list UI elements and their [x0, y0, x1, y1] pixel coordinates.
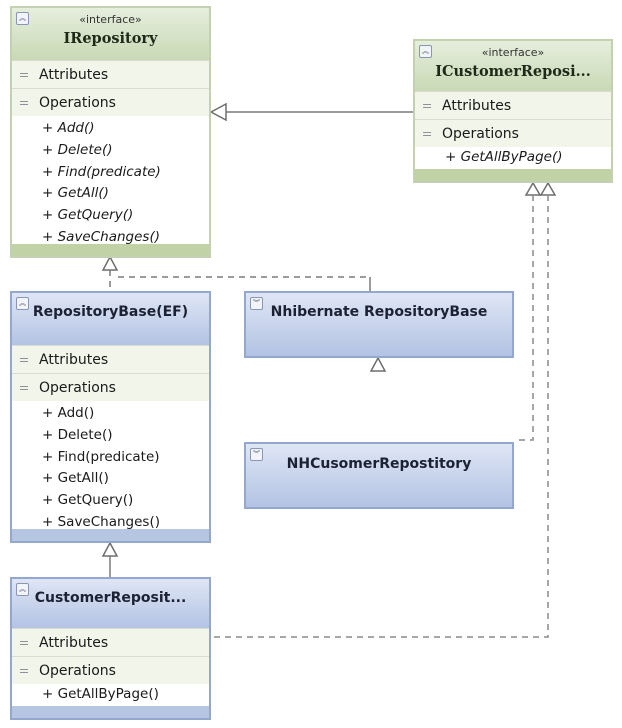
operation: + Delete()	[42, 426, 113, 443]
operation: + GetAll()	[42, 185, 109, 202]
collapse-icon[interactable]: ︽	[16, 12, 29, 25]
operations-label: Operations	[39, 94, 116, 111]
class-name: IRepository	[63, 30, 158, 47]
class-nhcustomer-repository[interactable]: ︾ NHCusomerRepostitory	[244, 442, 514, 509]
class-name: Nhibernate RepositoryBase	[270, 304, 488, 320]
class-header: ︽ «interface» ICustomerReposi...	[415, 41, 611, 91]
attributes-label: Attributes	[39, 351, 109, 368]
operations-list: + Add() + Delete() + Find(predicate) + G…	[12, 116, 209, 253]
class-footer	[12, 529, 209, 541]
section-toggle-icon[interactable]	[20, 356, 28, 364]
collapse-icon[interactable]: ︽	[16, 583, 29, 596]
operations-label: Operations	[442, 125, 519, 142]
section-toggle-icon[interactable]	[20, 384, 28, 392]
section-toggle-icon[interactable]	[20, 71, 28, 79]
realization-line-customer	[212, 195, 549, 638]
attributes-section[interactable]: Attributes	[415, 91, 611, 119]
class-icustomer-repository[interactable]: ︽ «interface» ICustomerReposi... Attribu…	[413, 39, 613, 183]
operations-label: Operations	[39, 379, 116, 396]
class-irepository[interactable]: ︽ «interface» IRepository Attributes Ope…	[10, 6, 211, 258]
operations-section[interactable]: Operations	[12, 373, 209, 401]
attributes-label: Attributes	[442, 97, 512, 114]
class-name: NHCusomerRepostitory	[286, 456, 472, 472]
realization-arrowhead-irepository	[101, 255, 119, 271]
class-footer	[12, 706, 209, 718]
attributes-section[interactable]: Attributes	[12, 60, 209, 88]
collapse-icon[interactable]: ︽	[419, 45, 432, 58]
section-toggle-icon[interactable]	[20, 99, 28, 107]
operation: + Delete()	[42, 141, 113, 158]
realization-line-nhcustomer	[516, 195, 534, 441]
operation: + GetQuery()	[42, 492, 134, 509]
class-name: ICustomerReposi...	[435, 63, 591, 80]
stereotype: «interface»	[79, 13, 142, 26]
class-header: ︽ «interface» IRepository	[12, 8, 209, 60]
stereotype: «interface»	[481, 46, 545, 59]
operations-section[interactable]: Operations	[12, 656, 209, 684]
class-footer	[12, 244, 209, 256]
operation: + GetAll()	[42, 470, 109, 487]
class-customer-repository[interactable]: ︽ CustomerReposit... Attributes Operatio…	[10, 577, 211, 720]
operation: + Find(predicate)	[42, 448, 160, 465]
class-name: CustomerReposit...	[34, 590, 187, 606]
expand-icon[interactable]: ︾	[250, 297, 263, 310]
collapse-icon[interactable]: ︽	[16, 297, 29, 310]
section-toggle-icon[interactable]	[20, 639, 28, 647]
attributes-section[interactable]: Attributes	[12, 628, 209, 656]
operations-list: + GetAllByPage()	[415, 147, 611, 169]
class-nhibernate-repository-base[interactable]: ︾ Nhibernate RepositoryBase	[244, 291, 514, 358]
operations-list: + Add() + Delete() + Find(predicate) + G…	[12, 401, 209, 538]
attributes-section[interactable]: Attributes	[12, 345, 209, 373]
operation: + Add()	[42, 405, 95, 421]
realization-arrowhead-icustomer-1	[524, 181, 542, 196]
operations-section[interactable]: Operations	[12, 88, 209, 116]
operations-label: Operations	[39, 662, 116, 679]
operations-section[interactable]: Operations	[415, 119, 611, 147]
class-header: ︽ RepositoryBase(EF)	[12, 293, 209, 345]
section-toggle-icon[interactable]	[423, 130, 431, 138]
section-toggle-icon[interactable]	[423, 102, 431, 110]
class-header: ︽ CustomerReposit...	[12, 579, 209, 628]
generalization-arrowhead-nhbase	[369, 356, 387, 372]
attributes-label: Attributes	[39, 634, 109, 651]
generalization-arrowhead-repobase	[101, 541, 119, 557]
class-repository-base-ef[interactable]: ︽ RepositoryBase(EF) Attributes Operatio…	[10, 291, 211, 543]
generalization-arrowhead	[209, 102, 227, 122]
class-footer	[415, 169, 611, 181]
class-name: RepositoryBase(EF)	[32, 304, 189, 320]
realization-arrowhead-icustomer-2	[539, 181, 557, 196]
operation: + Find(predicate)	[42, 163, 161, 180]
operation: + Add()	[42, 120, 95, 136]
operation: + GetAllByPage()	[445, 149, 563, 165]
attributes-label: Attributes	[39, 66, 109, 83]
section-toggle-icon[interactable]	[20, 667, 28, 675]
operations-list: + GetAllByPage()	[12, 684, 209, 706]
operation: + SaveChanges()	[42, 228, 160, 245]
expand-icon[interactable]: ︾	[250, 448, 263, 461]
operation: + GetQuery()	[42, 207, 134, 224]
operation: + GetAllByPage()	[42, 686, 159, 702]
operation: + SaveChanges()	[42, 513, 160, 530]
